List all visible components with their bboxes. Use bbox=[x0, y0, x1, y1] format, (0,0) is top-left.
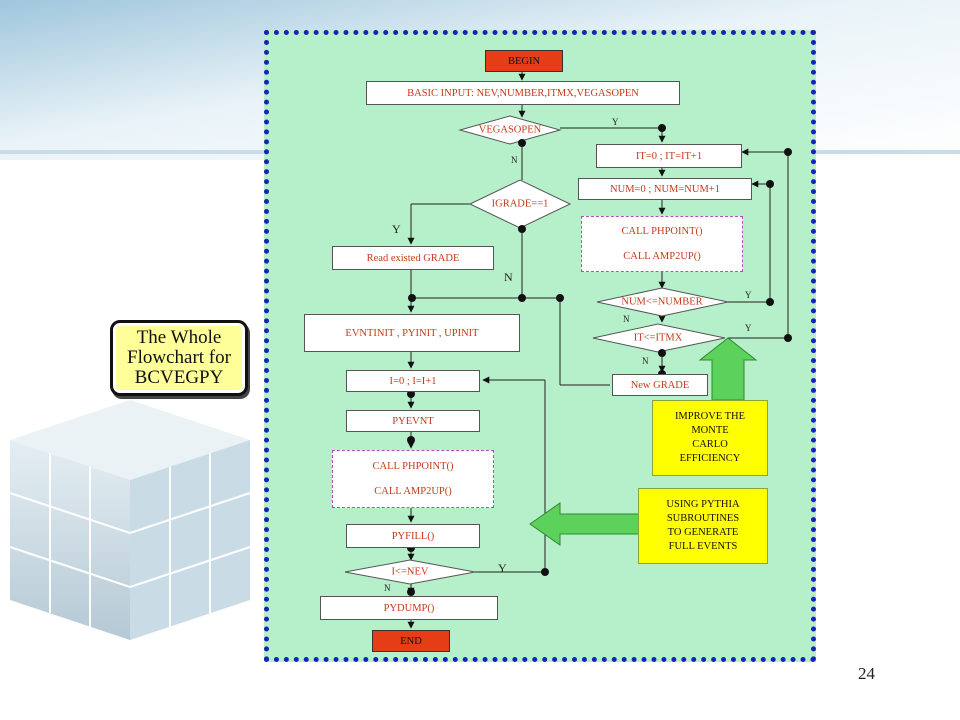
page-number: 24 bbox=[858, 664, 875, 683]
pyevnt-node: PYEVNT bbox=[346, 410, 480, 432]
begin-node: BEGIN bbox=[485, 50, 563, 72]
n-label-i-cond: N bbox=[384, 583, 391, 593]
y-label-vegasopen: Y bbox=[612, 117, 619, 127]
it-loop-node: IT=0 ; IT=IT+1 bbox=[596, 144, 742, 168]
green-arrow-left bbox=[529, 502, 641, 546]
n-label-vegasopen: N bbox=[511, 155, 518, 165]
n-label-it-cond: N bbox=[642, 356, 649, 366]
y-label-num-cond: Y bbox=[745, 290, 752, 300]
pyfill-node: PYFILL() bbox=[346, 524, 480, 548]
vegasopen-diamond bbox=[458, 115, 562, 145]
read-grade-node: Read existed GRADE bbox=[332, 246, 494, 270]
call-block-vegas: CALL PHPOINT() CALL AMP2UP() bbox=[581, 216, 743, 272]
n-label-num-cond: N bbox=[623, 314, 630, 324]
n-label-igrade: N bbox=[504, 270, 513, 284]
num-cond-label: NUM<=NUMBER bbox=[621, 296, 703, 308]
pydump-node: PYDUMP() bbox=[320, 596, 498, 620]
num-cond-diamond bbox=[596, 287, 729, 317]
igrade-diamond bbox=[468, 179, 572, 229]
i-cond-label: I<=NEV bbox=[391, 566, 429, 578]
call-amp2up-text-2: CALL AMP2UP() bbox=[623, 251, 701, 262]
end-node: END bbox=[372, 630, 450, 652]
i-loop-node: I=0 ; I=I+1 bbox=[346, 370, 480, 392]
call-phpoint-text-2: CALL PHPOINT() bbox=[621, 226, 703, 237]
igrade-label: IGRADE==1 bbox=[491, 198, 549, 210]
y-label-it-cond: Y bbox=[745, 323, 752, 333]
y-label-igrade: Y bbox=[392, 222, 401, 236]
basic-input-node: BASIC INPUT: NEV,NUMBER,ITMX,VEGASOPEN bbox=[366, 81, 680, 105]
new-grade-node: New GRADE bbox=[612, 374, 708, 396]
call-block-main: CALL PHPOINT() CALL AMP2UP() bbox=[332, 450, 494, 508]
i-cond-diamond bbox=[344, 559, 476, 585]
num-loop-node: NUM=0 ; NUM=NUM+1 bbox=[578, 178, 752, 200]
cube-decoration bbox=[9, 400, 251, 640]
call-amp2up-text: CALL AMP2UP() bbox=[374, 486, 452, 497]
pythia-subroutines-note: USING PYTHIA SUBROUTINES TO GENERATE FUL… bbox=[638, 488, 768, 564]
y-label-i-cond: Y bbox=[498, 561, 507, 575]
call-phpoint-text: CALL PHPOINT() bbox=[372, 461, 454, 472]
evntinit-node: EVNTINIT , PYINIT , UPINIT bbox=[304, 314, 520, 352]
slide-title: The Whole Flowchart for BCVEGPY bbox=[110, 320, 248, 396]
green-arrow-up bbox=[698, 337, 758, 401]
vegasopen-label: VEGASOPEN bbox=[478, 124, 542, 136]
it-cond-label: IT<=ITMX bbox=[633, 332, 683, 344]
improve-efficiency-note: IMPROVE THE MONTE CARLO EFFICIENCY bbox=[652, 400, 768, 476]
it-cond-diamond bbox=[592, 323, 726, 353]
